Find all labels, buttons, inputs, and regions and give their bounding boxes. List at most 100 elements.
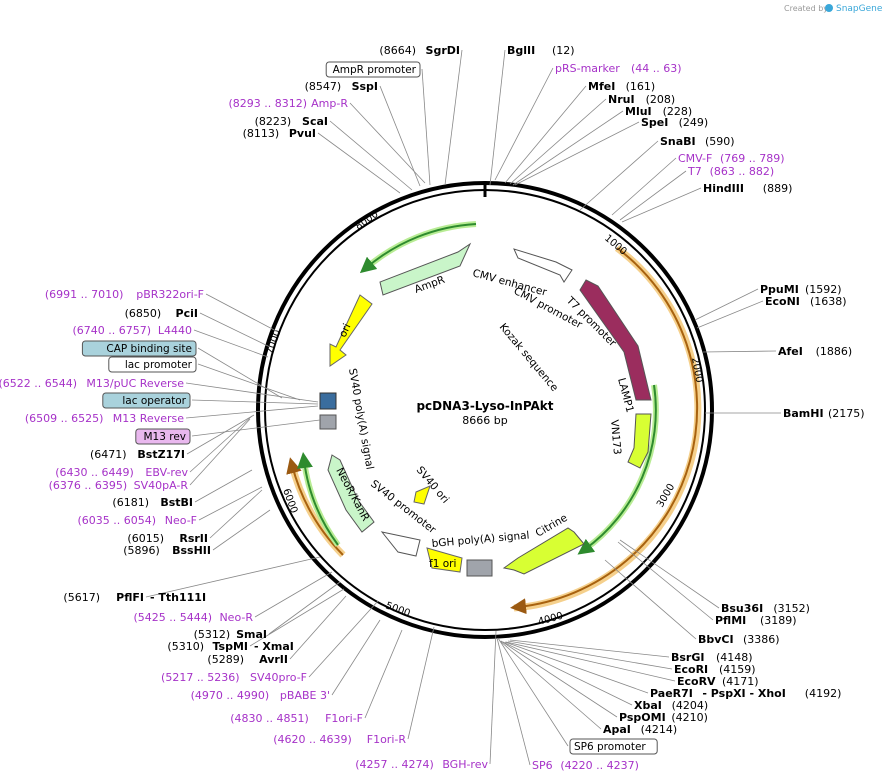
amp-r-site-label[interactable]: Amp-R	[311, 97, 348, 110]
leader-line	[212, 509, 271, 551]
prs-marker-site-label[interactable]: pRS-marker	[555, 62, 620, 75]
ecori-site-label[interactable]: EcoRI	[674, 663, 708, 676]
leader-line	[197, 363, 301, 401]
tspmi-extra-label: - XmaI	[254, 640, 294, 653]
leader-line	[185, 405, 319, 419]
pbr322ori-f-site-label[interactable]: pBR322ori-F	[136, 288, 204, 301]
bstz17i-site-label[interactable]: BstZ17I	[137, 448, 185, 461]
t7-position: (863 .. 882)	[710, 165, 775, 178]
kozak-label: Kozak sequence	[497, 321, 561, 394]
pflmi-position: (3189)	[760, 614, 797, 627]
sp6-position: (4220 .. 4237)	[560, 759, 639, 772]
neo-r-site-label[interactable]: Neo-R	[219, 611, 253, 624]
sv40pa-r-site-label[interactable]: SV40pA-R	[134, 479, 189, 492]
bbvci-site-label[interactable]: BbvCI	[698, 633, 734, 646]
neo-r-position: (5425 .. 5444)	[133, 611, 212, 624]
tick-label-1000: 1000	[602, 233, 629, 258]
avrii-site-label[interactable]: AvrII	[259, 653, 288, 666]
ppumi-position: (1592)	[805, 283, 842, 296]
econi-site-label[interactable]: EcoNI	[765, 295, 800, 308]
bsu36i-site-label[interactable]: Bsu36I	[721, 602, 763, 615]
scai-position: (8223)	[255, 115, 292, 128]
bgh-polya-feature	[466, 559, 493, 577]
leader-line	[500, 640, 618, 718]
xbai-site-label[interactable]: XbaI	[634, 699, 662, 712]
snabi-site-label[interactable]: SnaBI	[660, 135, 696, 148]
leader-line	[197, 347, 283, 399]
sgrdi-position: (8664)	[379, 44, 416, 57]
leader-line	[694, 288, 759, 321]
apai-site-label[interactable]: ApaI	[603, 723, 631, 736]
hindiii-position: (889)	[763, 182, 793, 195]
leader-line	[504, 85, 587, 184]
afei-site-label[interactable]: AfeI	[778, 345, 803, 358]
leader-line	[702, 350, 777, 353]
pbabe-3-site-label[interactable]: pBABE 3'	[280, 689, 330, 702]
pspomi-site-label[interactable]: PspOMI	[619, 711, 666, 724]
mfei-site-label[interactable]: MfeI	[588, 80, 615, 93]
m13-reverse-site-label[interactable]: M13 Reverse	[113, 412, 184, 425]
rsrii-site-label[interactable]: RsrII	[179, 532, 208, 545]
bsrgi-site-label[interactable]: BsrGI	[671, 651, 704, 664]
bamhi-site-label[interactable]: BamHI	[783, 407, 824, 420]
neo-f-site-label[interactable]: Neo-F	[165, 514, 197, 527]
ebv-rev-site-label[interactable]: EBV-rev	[145, 466, 188, 479]
leader-line	[349, 102, 426, 184]
leader-line	[407, 626, 435, 740]
pflfi-site-label[interactable]: PflFI	[116, 591, 144, 604]
cmv-f-position: (769 .. 789)	[720, 152, 785, 165]
smai-position: (5312)	[194, 628, 231, 641]
pflmi-site-label[interactable]: PflMI	[715, 614, 746, 627]
f1ori-r-site-label[interactable]: F1ori-R	[367, 733, 407, 746]
apai-position: (4214)	[641, 723, 678, 736]
smai-site-label[interactable]: SmaI	[236, 628, 267, 641]
bglii-site-label[interactable]: BglII	[507, 44, 535, 57]
right-label-group: BglII(12)pRS-marker(44 .. 63)MfeI(161)Nr…	[507, 44, 865, 772]
tspmi-site-label[interactable]: TspMI	[212, 640, 248, 653]
leader-line	[193, 329, 269, 358]
bstbi-site-label[interactable]: BstBI	[160, 496, 193, 509]
sv40pro-f-site-label[interactable]: SV40pro-F	[250, 671, 307, 684]
cmv-f-site-label[interactable]: CMV-F	[678, 152, 712, 165]
t7-site-label[interactable]: T7	[687, 165, 702, 178]
orange-arc-left	[286, 457, 344, 556]
bsshii-site-label[interactable]: BssHII	[172, 544, 211, 557]
ppumi-site-label[interactable]: PpuMI	[760, 283, 799, 296]
bbvci-position: (3386)	[743, 633, 780, 646]
sgrdi-site-label[interactable]: SgrDI	[426, 44, 460, 57]
f1ori-f-site-label[interactable]: F1ori-F	[325, 712, 363, 725]
pcii-site-label[interactable]: PciI	[176, 307, 198, 320]
tick-label-7000: 7000	[264, 328, 283, 356]
leader-line	[198, 486, 263, 521]
orange-arc-right	[510, 247, 699, 615]
scai-site-label[interactable]: ScaI	[302, 115, 328, 128]
plasmid-name: pcDNA3-Lyso-InPAkt	[416, 399, 553, 413]
leader-line	[619, 170, 687, 221]
leader-line	[189, 418, 251, 486]
bgh-rev-site-label[interactable]: BGH-rev	[442, 758, 488, 771]
lac-feature	[319, 392, 337, 410]
ori-label: ori	[337, 322, 354, 339]
mlui-position: (228)	[663, 105, 693, 118]
sp6-site-label[interactable]: SP6	[532, 759, 553, 772]
green-arc-right	[577, 384, 657, 555]
neo-f-position: (6035 .. 6054)	[77, 514, 156, 527]
bstbi-position: (6181)	[112, 496, 149, 509]
ampr-promoter-label: AmpR promoter	[333, 64, 417, 76]
pvui-site-label[interactable]: PvuI	[289, 127, 316, 140]
paer7i-site-label[interactable]: PaeR7I	[650, 687, 693, 700]
mlui-site-label[interactable]: MluI	[625, 105, 652, 118]
f1ori-r-position: (4620 .. 4639)	[273, 733, 352, 746]
m13-puc-reverse-site-label[interactable]: M13/pUC Reverse	[86, 377, 184, 390]
left-label-group: SgrDI(8664)AmpR promoterSspI(8547)Amp-R(…	[0, 44, 488, 771]
sspi-site-label[interactable]: SspI	[352, 80, 378, 93]
m13-reverse-position: (6509 .. 6525)	[25, 412, 104, 425]
spei-site-label[interactable]: SpeI	[641, 116, 668, 129]
bsu36i-position: (3152)	[773, 602, 810, 615]
leader-line	[185, 382, 319, 403]
nrui-site-label[interactable]: NruI	[608, 93, 635, 106]
hindiii-site-label[interactable]: HindIII	[703, 182, 744, 195]
l4440-site-label[interactable]: L4440	[158, 324, 192, 337]
ampr-feature	[379, 242, 472, 296]
ecorv-site-label[interactable]: EcoRV	[677, 675, 716, 688]
